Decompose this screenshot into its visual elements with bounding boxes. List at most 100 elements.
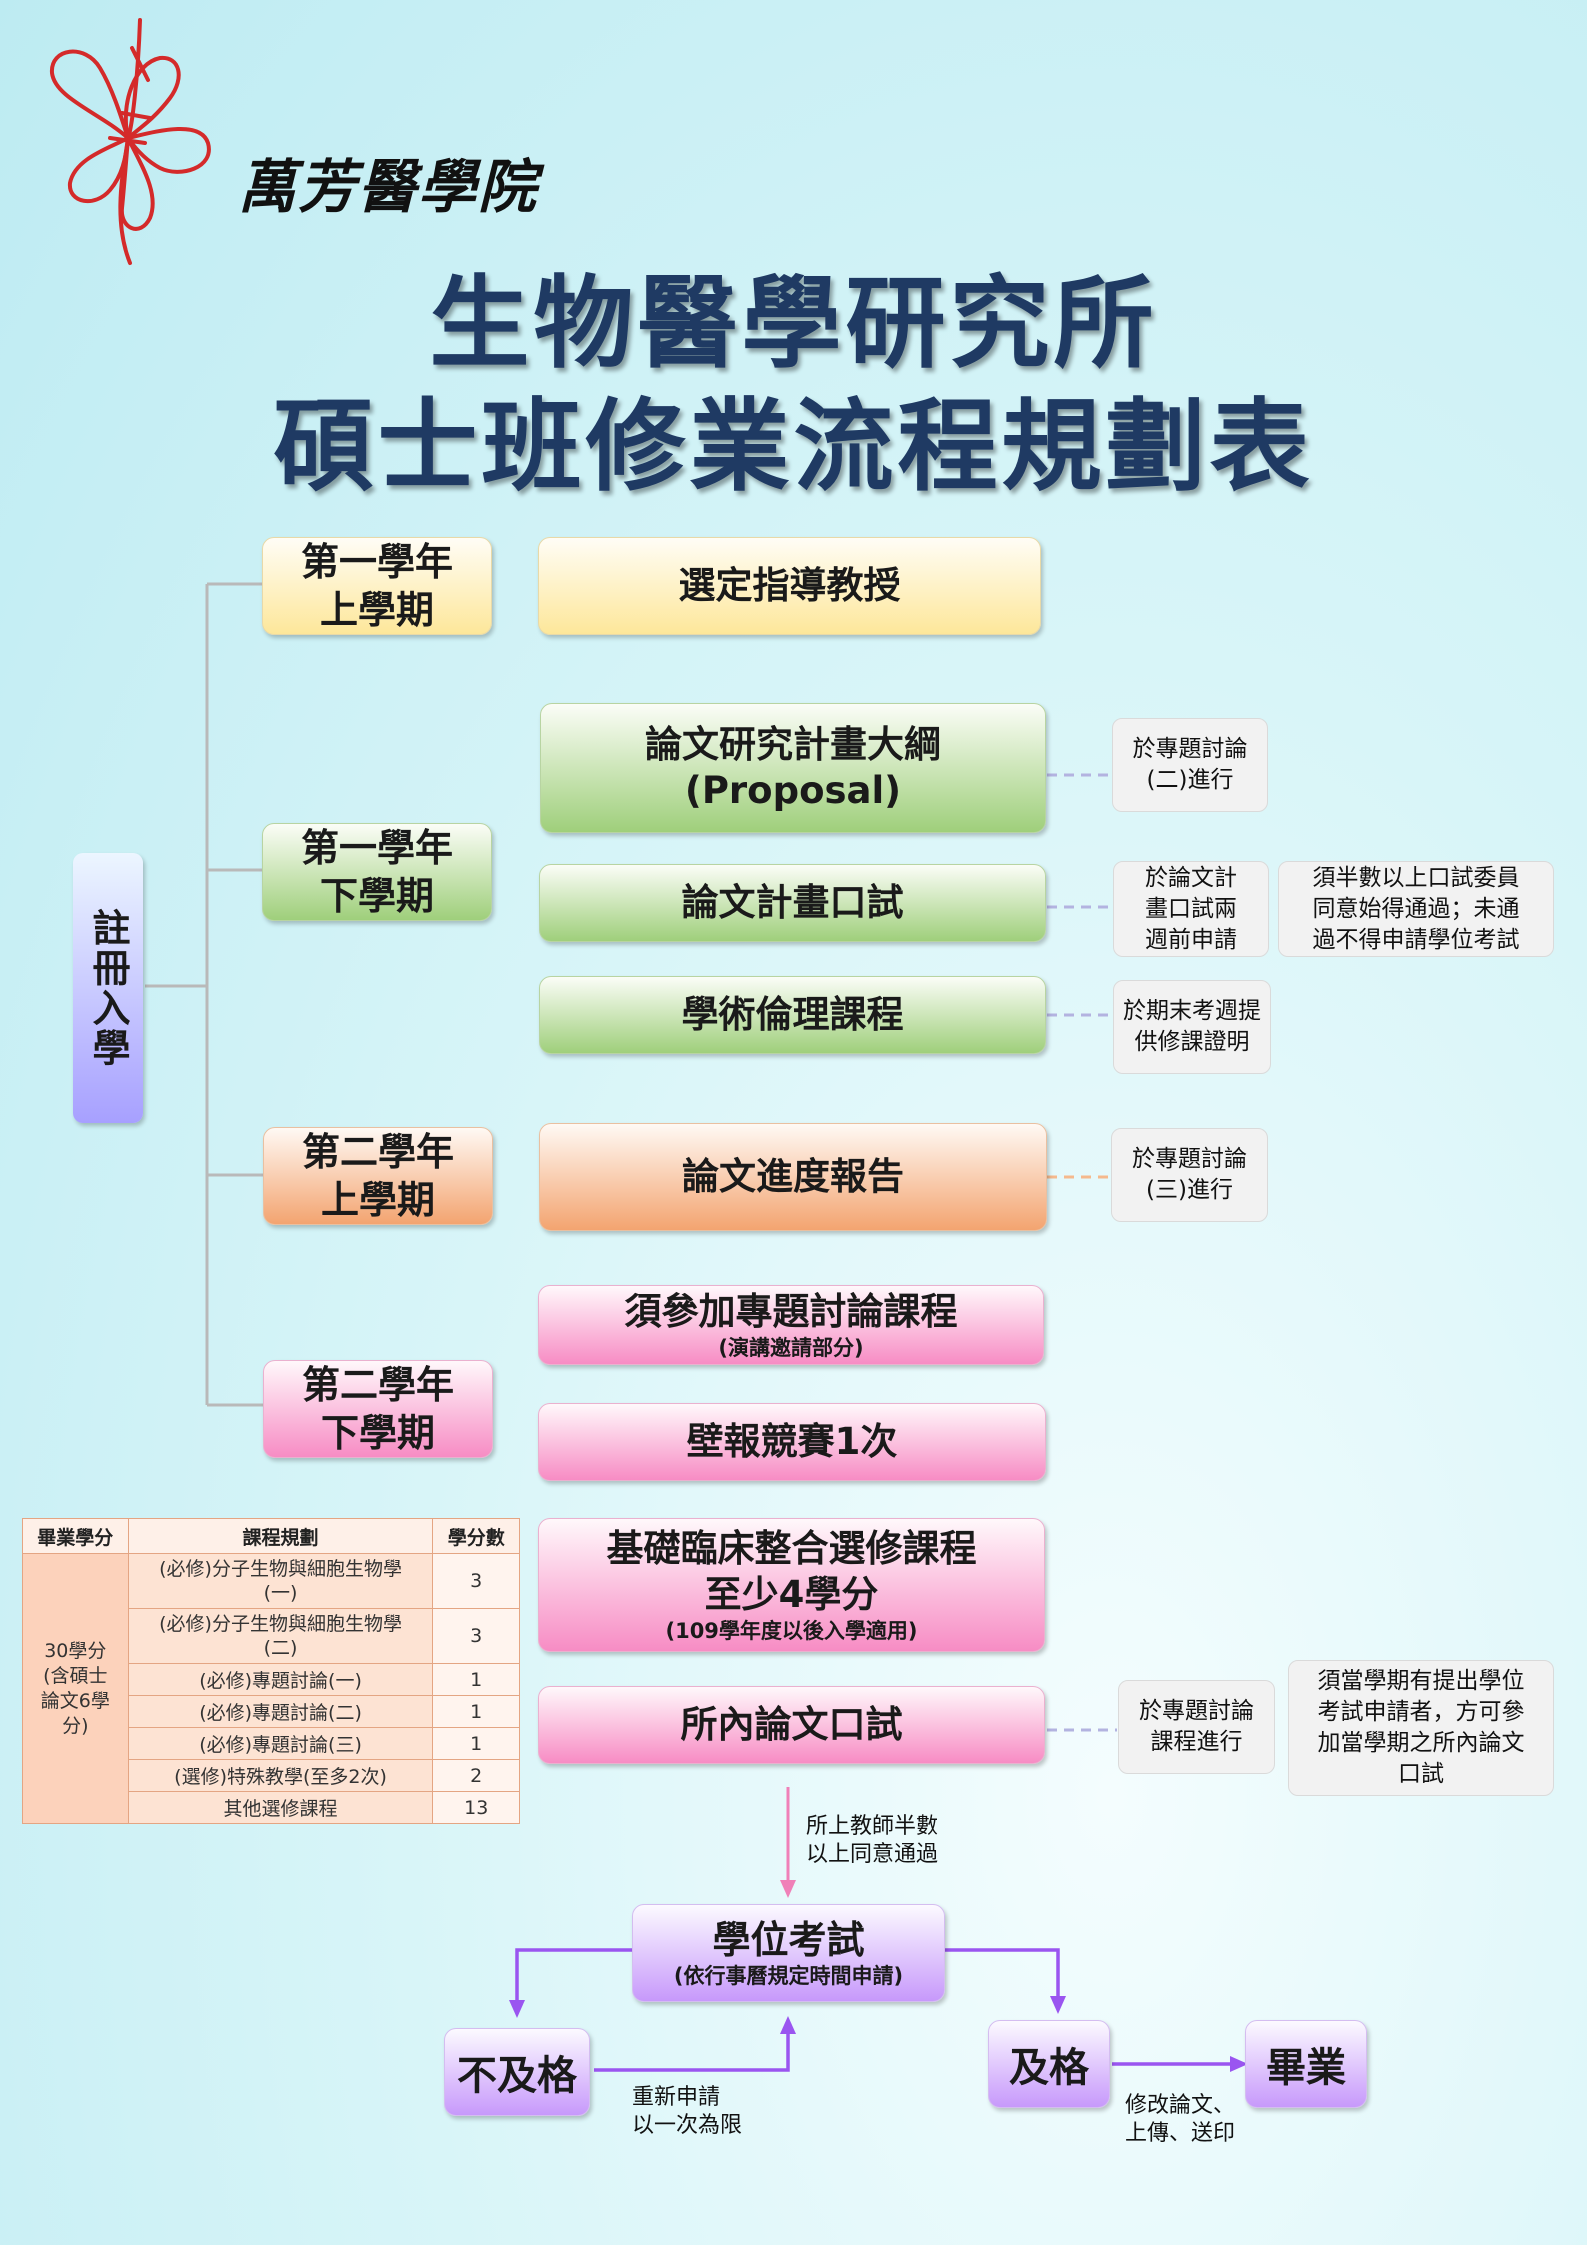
semester-y1-spring-line1: 第一學年: [300, 826, 453, 870]
note-defense2-a: 須當學期有提出學位: [1317, 1668, 1525, 1694]
table-row: 其他選修課程 13: [23, 1791, 520, 1824]
note-ethics-b: 供修課證明: [1134, 1029, 1250, 1055]
task-proposal-line1: 論文研究計畫大綱: [645, 723, 941, 766]
table-row: (必修)分子生物與細胞生物學 (二) 3: [23, 1608, 520, 1664]
note-defense-a: 於專題討論: [1139, 1698, 1254, 1724]
table-row: (必修)專題討論(一) 1: [23, 1663, 520, 1696]
total-credits-cell: 30學分 (含碩士 論文6學 分): [22, 1553, 129, 1824]
semester-y1-fall-line2: 上學期: [319, 588, 434, 632]
task-seminar: 須參加專題討論課程 (演講邀請部分): [538, 1285, 1044, 1365]
total-credits-a: 30學分: [44, 1639, 107, 1662]
credit-cell: 1: [432, 1695, 520, 1728]
semester-y2-fall-line1: 第二學年: [301, 1130, 454, 1174]
note-defense2-c: 加當學期之所內論文: [1317, 1730, 1525, 1756]
total-credits-c: 論文6學: [40, 1689, 110, 1712]
course-name-b: (一): [263, 1582, 298, 1604]
task-proposal: 論文研究計畫大綱 (Proposal): [540, 703, 1046, 833]
credit-cell: 13: [432, 1791, 520, 1824]
task-proposal-line2: (Proposal): [684, 769, 902, 812]
total-credits-d: 分): [62, 1714, 89, 1737]
pass-box: 及格: [988, 2020, 1110, 2108]
note-progress: 於專題討論 (三)進行: [1111, 1128, 1268, 1222]
note-defense-eligibility: 須當學期有提出學位 考試申請者，方可參 加當學期之所內論文 口試: [1288, 1660, 1554, 1796]
credits-table: 畢業學分 課程規劃 學分數 30學分 (含碩士 論文6學 分) (必修)分子生物…: [22, 1518, 520, 1824]
fail-box: 不及格: [444, 2028, 590, 2116]
reapply-label-b: 以一次為限: [632, 2113, 743, 2138]
semester-y2-fall-line2: 上學期: [320, 1178, 435, 1222]
course-cell: 其他選修課程: [127, 1791, 434, 1824]
task-internal-defense: 所內論文口試: [538, 1686, 1045, 1764]
course-cell: (必修)分子生物與細胞生物學 (一): [127, 1553, 434, 1609]
task-seminar-line2: (演講邀請部分): [718, 1336, 864, 1360]
course-cell: (必修)專題討論(一): [127, 1663, 434, 1696]
table-row: (必修)專題討論(三) 1: [23, 1727, 520, 1760]
task-ethics: 學術倫理課程: [539, 976, 1046, 1054]
semester-y2-fall: 第二學年 上學期: [263, 1127, 493, 1225]
note-oral2-c: 過不得申請學位考試: [1312, 926, 1520, 953]
degree-exam-line1: 學位考試: [712, 1918, 865, 1962]
course-cell: (必修)專題討論(三): [127, 1727, 434, 1760]
course-cell: (選修)特殊教學(至多2次): [127, 1759, 434, 1792]
note-oral-pass: 須半數以上口試委員 同意始得通過；未通 過不得申請學位考試: [1278, 861, 1554, 957]
note-defense: 於專題討論 課程進行: [1118, 1680, 1275, 1774]
semester-y1-spring: 第一學年 下學期: [262, 823, 492, 921]
task-clinical-line2: 至少4學分: [704, 1573, 879, 1616]
semester-y2-spring-line2: 下學期: [320, 1411, 435, 1455]
semester-y1-fall-line1: 第一學年: [300, 540, 453, 584]
note-ethics: 於期末考週提 供修課證明: [1113, 980, 1271, 1074]
semester-y1-fall: 第一學年 上學期: [262, 537, 492, 635]
task-advisor: 選定指導教授: [538, 537, 1041, 635]
note-oral2-a: 須半數以上口試委員: [1312, 864, 1520, 891]
semester-y1-spring-line2: 下學期: [319, 874, 434, 918]
table-header: 畢業學分: [22, 1518, 129, 1554]
page-title-line2: 碩士班修業流程規劃表: [273, 388, 1314, 505]
course-name-a: (必修)分子生物與細胞生物學: [159, 1558, 402, 1580]
page-title-line1: 生物醫學研究所: [429, 265, 1158, 382]
note-defense-b: 課程進行: [1150, 1729, 1243, 1755]
course-cell: (必修)分子生物與細胞生物學 (二): [127, 1608, 434, 1664]
degree-exam-line2: (依行事曆規定時間申請): [673, 1964, 904, 1988]
table-header: 課程規劃: [127, 1518, 434, 1554]
reapply-label: 重新申請 以一次為限: [632, 2084, 742, 2140]
note-defense2-d: 口試: [1398, 1761, 1444, 1787]
approve-label-a: 所上教師半數: [806, 1814, 939, 1839]
flower-logo-icon: [49, 18, 211, 265]
total-credits-b: (含碩士: [43, 1664, 108, 1687]
reapply-label-a: 重新申請: [632, 2085, 721, 2110]
note-oral-a: 於論文計: [1145, 864, 1237, 891]
course-name-a: (必修)分子生物與細胞生物學: [159, 1613, 402, 1635]
credit-cell: 1: [432, 1663, 520, 1696]
logo-text: 萬芳醫學院: [238, 153, 539, 221]
course-name-b: (二): [263, 1637, 298, 1659]
approve-label: 所上教師半數 以上同意通過: [806, 1813, 938, 1869]
table-row: 30學分 (含碩士 論文6學 分) (必修)分子生物與細胞生物學 (一) 3: [22, 1553, 520, 1824]
course-cell: (必修)專題討論(二): [127, 1695, 434, 1728]
graduate-box: 畢業: [1245, 2020, 1367, 2108]
note-ethics-a: 於期末考週提: [1123, 998, 1261, 1024]
note-proposal: 於專題討論 (二)進行: [1112, 718, 1268, 812]
task-poster: 壁報競賽1次: [538, 1403, 1046, 1481]
task-seminar-line1: 須參加專題討論課程: [624, 1290, 958, 1333]
note-progress-a: 於專題討論: [1132, 1146, 1247, 1172]
note-progress-b: (三)進行: [1146, 1177, 1233, 1203]
task-proposal-oral: 論文計畫口試: [539, 864, 1046, 942]
table-header-row: 畢業學分 課程規劃 學分數: [22, 1518, 520, 1554]
approve-label-b: 以上同意通過: [806, 1842, 939, 1867]
note-oral2-b: 同意始得通過；未通: [1312, 895, 1520, 922]
revise-label-a: 修改論文、: [1125, 2093, 1236, 2118]
note-proposal-b: (二)進行: [1146, 767, 1234, 793]
degree-exam-box: 學位考試 (依行事曆規定時間申請): [632, 1904, 945, 2002]
credit-cell: 3: [432, 1608, 520, 1664]
credit-cell: 2: [432, 1759, 520, 1792]
semester-y2-spring-line1: 第二學年: [301, 1363, 454, 1407]
task-clinical-line1: 基礎臨床整合選修課程: [606, 1527, 977, 1570]
credit-cell: 1: [432, 1727, 520, 1760]
credit-cell: 3: [432, 1553, 520, 1609]
task-clinical-elective: 基礎臨床整合選修課程 至少4學分 (109學年度以後入學適用): [538, 1518, 1045, 1652]
table-header: 學分數: [432, 1518, 520, 1554]
note-oral-apply: 於論文計 畫口試兩 週前申請: [1113, 861, 1269, 957]
note-oral-c: 週前申請: [1145, 926, 1237, 953]
note-oral-b: 畫口試兩: [1145, 895, 1237, 922]
note-defense2-b: 考試申請者，方可參: [1317, 1699, 1525, 1725]
revise-label-b: 上傳、送印: [1125, 2121, 1236, 2146]
